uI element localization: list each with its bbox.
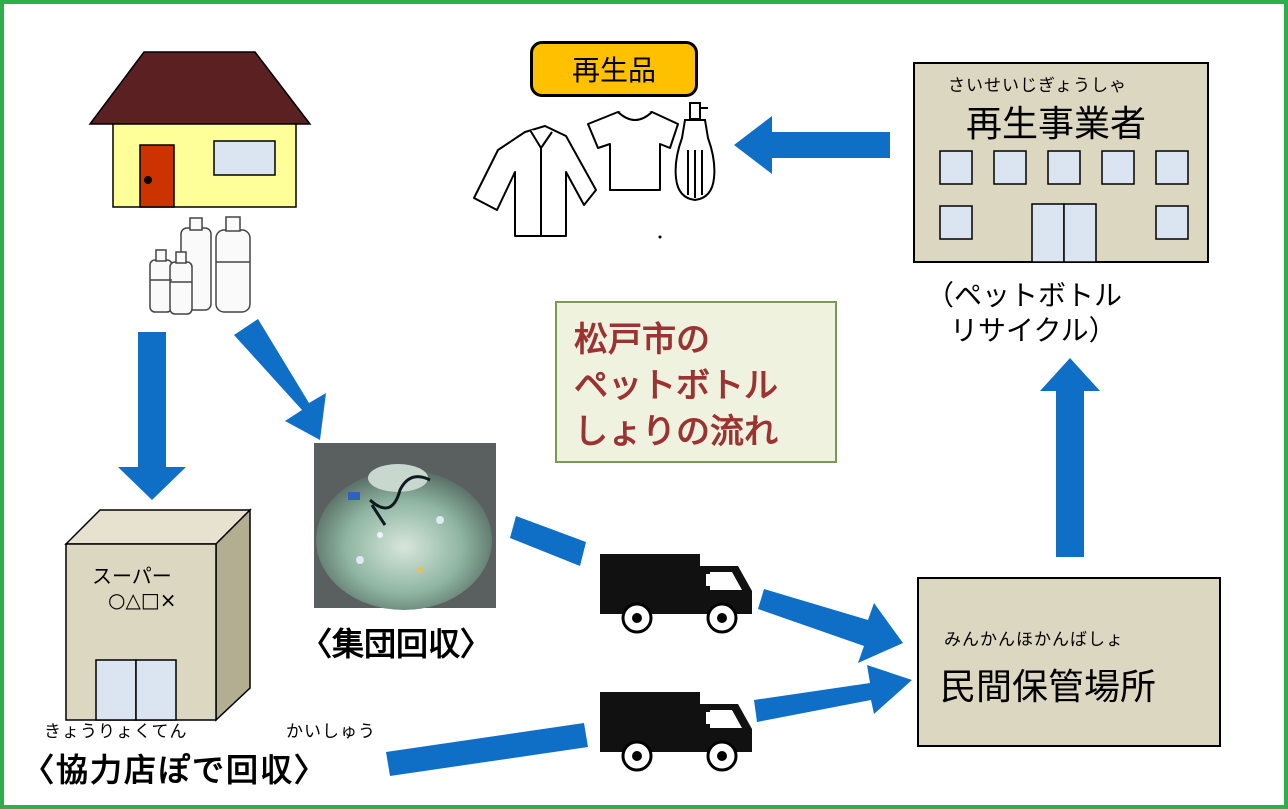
flow-title-box: 松戸市の ペットボトル しょりの流れ: [555, 301, 837, 463]
arrow-house-to-collection: [234, 319, 326, 440]
arrow-truck-to-storage-upper: [758, 589, 903, 663]
recycled-products-badge: 再生品: [530, 41, 698, 97]
tshirt-icon: [587, 111, 679, 191]
title-line-3: しょりの流れ: [574, 412, 778, 452]
flow-arrows: [118, 116, 1100, 776]
bottles-icon: [149, 216, 251, 315]
clothes-icon: [473, 125, 597, 237]
title-line-1: 松戸市の: [574, 320, 710, 360]
diagram-artwork: [64, 51, 1221, 776]
recycler-note-line2: リサイクル）: [950, 314, 1117, 347]
recycler-note-line1: （ペットボトル: [926, 279, 1123, 312]
store-sign-line1: スーパー: [92, 564, 172, 588]
house-icon: [88, 51, 312, 208]
title-line-2: ペットボトル: [574, 366, 778, 406]
arrow-recycler-to-products: [734, 116, 890, 174]
truck-icon: [600, 692, 752, 772]
store-ruby-2: かいしゅう: [286, 722, 376, 742]
arrow-house-to-store: [118, 332, 186, 500]
storage-ruby: みんかんほかんばしょ: [944, 630, 1124, 650]
arrow-store-to-truck: [386, 723, 588, 776]
group-collection-label: 〈集団回収〉: [300, 625, 493, 663]
truck-icon: [600, 554, 752, 634]
storage-name: 民間保管場所: [940, 667, 1157, 708]
recycler-building: [913, 62, 1209, 263]
recycler-ruby: さいせいじぎょうしゃ: [948, 76, 1128, 96]
arrow-truck-to-storage-lower: [754, 665, 912, 722]
storage-building: [917, 577, 1221, 747]
store-sign-line2: ○△□×: [108, 588, 177, 612]
store-ruby-1: きょうりょくてん: [44, 722, 188, 742]
store-collection-label: 〈協力店ぽで回収〉: [22, 751, 329, 789]
arrow-storage-to-recycler: [1040, 358, 1100, 557]
spray-bottle-icon: [674, 102, 716, 202]
garbage-bag-photo: [314, 443, 496, 610]
store-building: [64, 508, 252, 722]
recycler-name: 再生事業者: [966, 104, 1147, 145]
arrow-collection-to-truck: [510, 516, 586, 566]
